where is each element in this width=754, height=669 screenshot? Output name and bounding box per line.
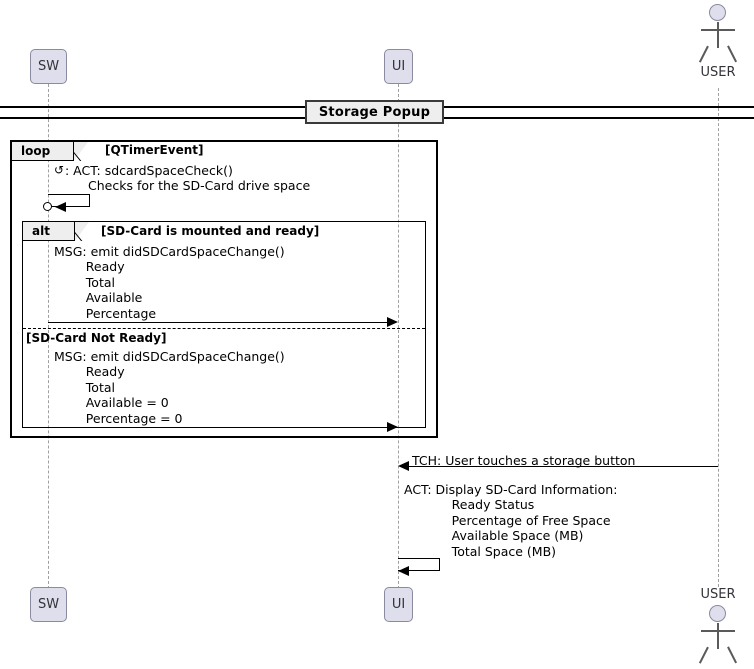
self-message-arrowhead <box>55 202 66 212</box>
alt-branch-1-arrowhead <box>387 317 398 327</box>
participant-ui-top-label: UI <box>391 59 406 74</box>
fragment-loop-tab-corner-edge <box>74 142 90 161</box>
loop-arrow-glyph-icon: ↺ <box>54 163 65 177</box>
participant-sw-top-label: SW <box>37 59 60 74</box>
participant-sw-top[interactable]: SW <box>30 49 67 84</box>
fragment-loop-tab: loop <box>12 142 74 161</box>
self-message-circle-endpoint-icon <box>43 202 52 211</box>
alt-branch-2-lines: MSG: emit didSDCardSpaceChange() Ready T… <box>54 349 285 426</box>
user-touch-text: TCH: User touches a storage button <box>412 453 636 468</box>
self-message-sdcard-check <box>48 194 90 207</box>
fragment-loop-tab-corner <box>74 142 88 161</box>
actor-body-bottom-icon <box>717 623 719 649</box>
alt-branch-1-lines: MSG: emit didSDCardSpaceChange() Ready T… <box>54 244 285 321</box>
alt-branch-1-text: MSG: emit didSDCardSpaceChange() Ready T… <box>54 244 285 321</box>
fragment-alt-tab-corner-edge <box>75 222 91 241</box>
lifeline-ui <box>398 84 399 589</box>
participant-sw-bottom-label: SW <box>37 597 60 612</box>
ui-display-lines: ACT: Display SD-Card Information: Ready … <box>404 482 618 559</box>
actor-user-bottom-label: USER <box>700 587 736 602</box>
divider-label: Storage Popup <box>318 104 431 120</box>
lifeline-sw <box>48 84 49 589</box>
actor-body-icon <box>717 22 719 48</box>
actor-leg-right-icon <box>727 45 737 63</box>
participant-ui-bottom[interactable]: UI <box>384 587 413 622</box>
self-check-text-line1: : ACT: sdcardSpaceCheck() <box>65 163 233 178</box>
self-message-ui-arrowhead <box>398 566 409 576</box>
actor-arms-icon <box>701 29 735 31</box>
self-check-text-line2: Checks for the SD-Card drive space <box>88 178 311 193</box>
actor-user-top-label: USER <box>700 65 736 80</box>
participant-ui-top[interactable]: UI <box>384 49 413 84</box>
fragment-alt-keyword: alt <box>32 224 50 238</box>
participant-sw-bottom[interactable]: SW <box>30 587 67 622</box>
fragment-alt-tab-corner <box>75 222 89 241</box>
alt-branch-2-arrow-line <box>48 427 387 428</box>
lifeline-user <box>718 88 719 587</box>
user-touch-arrow-line <box>409 466 718 467</box>
fragment-alt-tab: alt <box>23 222 75 241</box>
divider-storage-popup: Storage Popup <box>305 100 444 124</box>
fragment-loop-keyword: loop <box>21 144 51 158</box>
alt-branch-2-arrowhead <box>387 422 398 432</box>
fragment-loop <box>10 140 438 438</box>
participant-ui-bottom-label: UI <box>391 597 406 612</box>
actor-arms-bottom-icon <box>701 630 735 632</box>
actor-leg-right-bottom-icon <box>727 646 737 664</box>
actor-leg-left-bottom-icon <box>698 646 709 664</box>
fragment-loop-guard: [QTimerEvent] <box>105 143 204 157</box>
fragment-alt-guard: [SD-Card is mounted and ready] <box>101 224 320 238</box>
self-message-ui-display <box>398 558 440 571</box>
alt-branch-1-arrow-line <box>48 322 387 323</box>
actor-leg-left-icon <box>698 45 709 63</box>
fragment-alt-else-guard: [SD-Card Not Ready] <box>26 331 167 345</box>
fragment-alt-else-divider <box>23 328 425 329</box>
user-touch-arrowhead <box>398 461 409 471</box>
alt-branch-2-text: MSG: emit didSDCardSpaceChange() Ready T… <box>54 349 285 426</box>
actor-head-icon <box>709 4 726 21</box>
ui-display-text: ACT: Display SD-Card Information: Ready … <box>404 482 617 559</box>
actor-head-bottom-icon <box>709 605 726 622</box>
